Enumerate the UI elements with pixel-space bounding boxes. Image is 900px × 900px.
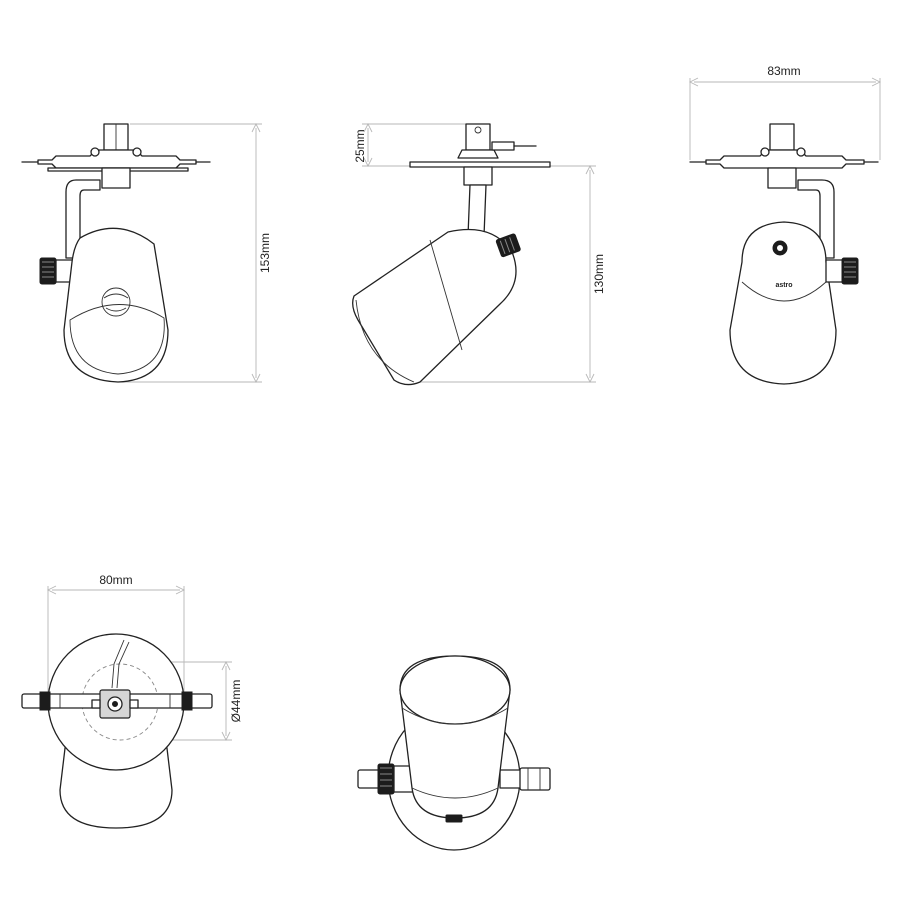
front-arm [65, 179, 101, 259]
side-canopy [409, 123, 551, 186]
top-view: 80mm Ø44mm [21, 573, 243, 829]
side-shade [352, 228, 521, 386]
back-view: 83mm astro [688, 64, 882, 385]
dimension-canopy-height: 25mm [353, 122, 480, 168]
dimension-base-width: 80mm [46, 573, 186, 700]
front-mounting-bracket [21, 123, 211, 172]
canopy-height-label: 25mm [353, 129, 367, 162]
front-view: 153mm [21, 122, 272, 384]
bottom-side-arms [357, 763, 551, 795]
base-width-label: 80mm [99, 573, 132, 587]
front-stem [101, 167, 131, 189]
back-adjust-knob [825, 257, 859, 285]
dimension-top-width: 83mm [688, 64, 882, 160]
front-shade [63, 227, 169, 383]
bottom-small-knob [445, 814, 463, 823]
side-view: 25mm 130mm [352, 122, 606, 386]
top-cable [111, 639, 125, 689]
bottom-shade-cup [399, 655, 511, 819]
overall-height-label: 153mm [258, 233, 272, 273]
bottom-view [357, 655, 551, 851]
shade-diameter-label: Ø44mm [229, 680, 243, 723]
top-width-label: 83mm [767, 64, 800, 78]
brand-logo: astro [775, 282, 792, 289]
arm-height-label: 130mm [592, 254, 606, 294]
back-mounting-bracket [689, 123, 879, 189]
dimension-overall-height: 153mm [120, 122, 272, 384]
side-stem [467, 184, 487, 237]
top-central-fitting [91, 689, 139, 719]
back-shade: astro [729, 221, 837, 385]
